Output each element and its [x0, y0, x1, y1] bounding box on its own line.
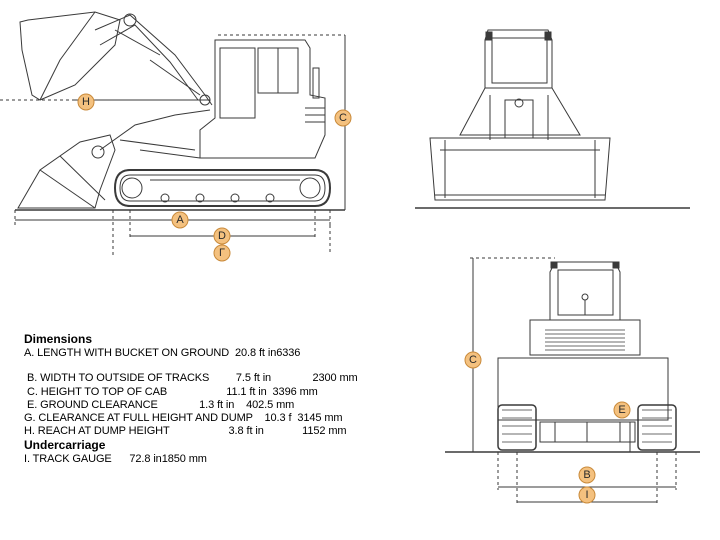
marker-b: B — [583, 469, 590, 481]
dimensions-heading: Dimensions — [24, 332, 93, 346]
spec-row-g: G. CLEARANCE AT FULL HEIGHT AND DUMP 10.… — [24, 412, 343, 424]
marker-e: E — [618, 404, 625, 416]
marker-f-circle — [213, 244, 231, 262]
marker-b-circle — [578, 466, 596, 484]
marker-a: A — [176, 214, 184, 226]
spec-row-a: A. LENGTH WITH BUCKET ON GROUND 20.8 ft … — [24, 347, 301, 359]
marker-d-circle — [213, 227, 231, 245]
front-view-loader — [415, 29, 690, 209]
undercarriage-heading: Undercarriage — [24, 438, 106, 452]
marker-i-circle — [578, 486, 596, 504]
marker-h-circle — [77, 93, 95, 111]
marker-c-rear: C — [469, 354, 477, 366]
dimension-marker-labels: H C A D Г C E B I — [82, 96, 626, 501]
spec-row-e: E. GROUND CLEARANCE 1.3 ft in 402.5 mm — [27, 399, 295, 411]
rear-dimension-lines — [470, 257, 677, 505]
spec-row-i: I. TRACK GAUGE 72.8 in1850 mm — [24, 453, 207, 465]
marker-h: H — [82, 96, 90, 108]
rear-view-loader — [445, 261, 700, 453]
spec-row-c: C. HEIGHT TO TOP OF CAB 11.1 ft in 3396 … — [27, 386, 318, 398]
marker-i: I — [585, 489, 588, 501]
dimension-markers — [77, 93, 631, 504]
marker-c: C — [339, 112, 347, 124]
marker-c-circle — [334, 109, 352, 127]
marker-d: D — [218, 230, 226, 242]
marker-e-circle — [613, 401, 631, 419]
marker-c2-circle — [464, 351, 482, 369]
marker-a-circle — [171, 211, 189, 229]
spec-row-b: B. WIDTH TO OUTSIDE OF TRACKS 7.5 ft in … — [27, 372, 358, 384]
spec-row-h: H. REACH AT DUMP HEIGHT 3.8 ft in 1152 m… — [24, 425, 347, 437]
marker-f: Г — [219, 247, 225, 259]
side-view-loader — [15, 11, 345, 211]
